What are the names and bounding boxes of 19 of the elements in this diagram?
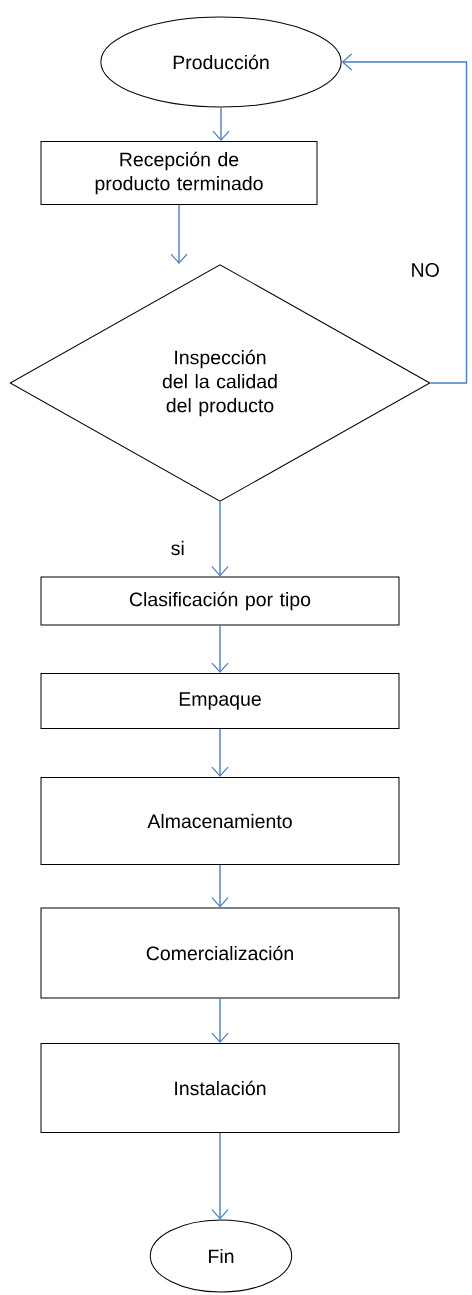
process-box: Clasificación por tipo bbox=[40, 576, 400, 626]
arrow bbox=[211, 1132, 229, 1220]
arrow bbox=[211, 624, 229, 673]
process-box: Empaque bbox=[40, 673, 400, 729]
process-box: Comercialización bbox=[40, 907, 400, 999]
arrow bbox=[170, 204, 188, 264]
arrow bbox=[341, 53, 468, 384]
arrow bbox=[211, 728, 229, 777]
arrow bbox=[211, 501, 229, 577]
arrow bbox=[211, 864, 229, 908]
process-box: Almacenamiento bbox=[40, 777, 400, 865]
arrow bbox=[211, 997, 229, 1043]
edge-label: si bbox=[171, 540, 184, 556]
process-box: Instalación bbox=[40, 1043, 400, 1133]
ellipse-node: Producción bbox=[100, 16, 342, 108]
ellipse-node: Fin bbox=[149, 1219, 293, 1293]
process-box: Recepción de producto terminado bbox=[40, 141, 318, 205]
arrow bbox=[212, 106, 230, 141]
edge-label: NO bbox=[412, 263, 439, 277]
